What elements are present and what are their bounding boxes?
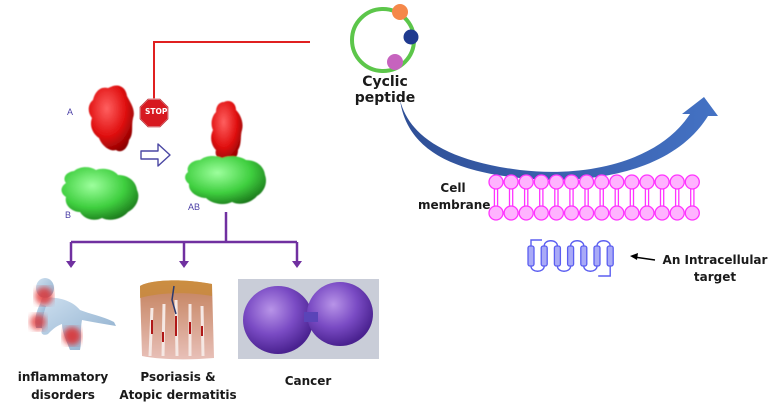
inflamed-body-figure-icon xyxy=(30,278,117,350)
transmembrane-helix xyxy=(580,245,588,267)
lipid-molecule xyxy=(654,174,670,221)
transmembrane-helix xyxy=(606,245,614,267)
branch-arrowhead-1 xyxy=(66,261,76,268)
intracellular-target-label: An Intracellular target xyxy=(655,252,775,286)
dividing-cancer-cells-icon xyxy=(238,279,379,359)
outcome-label-line2: disorders xyxy=(31,388,95,402)
protein-b-label: B xyxy=(65,210,72,220)
outcome-label-line1: Psoriasis & xyxy=(140,370,216,384)
stop-sign-icon xyxy=(139,98,169,128)
entry-arrow-icon xyxy=(400,97,718,180)
lipid-molecule xyxy=(669,174,685,221)
lipid-molecule xyxy=(639,174,655,221)
transmembrane-helix xyxy=(553,245,562,267)
outcome-label-line1: inflammatory xyxy=(17,370,109,384)
lipid-molecule xyxy=(518,174,534,221)
lipid-molecule xyxy=(594,174,610,221)
branch-arrowhead-2 xyxy=(179,261,189,268)
outcome-cancer: Cancer xyxy=(258,372,358,390)
lipid-molecule xyxy=(563,174,580,221)
intracellular-target-icon xyxy=(527,239,614,277)
inhibition-line xyxy=(153,41,310,100)
branch-arrowhead-3 xyxy=(292,261,302,268)
outcome-label-line2: Atopic dermatitis xyxy=(119,388,237,402)
lipid-molecule xyxy=(609,174,625,221)
outcome-psoriasis: Psoriasis & Atopic dermatitis xyxy=(118,368,238,404)
cell-membrane-label-line1: Cell xyxy=(440,181,466,195)
cell-membrane-label-line2: membrane xyxy=(418,198,491,212)
complex-ab-label: AB xyxy=(188,202,201,212)
protein-a-label: A xyxy=(67,107,74,117)
cell-membrane-bilayer xyxy=(488,174,700,221)
transmembrane-helix xyxy=(527,245,535,267)
skin-cross-section-icon xyxy=(140,280,214,360)
lipid-molecule xyxy=(578,174,595,221)
lipid-molecule xyxy=(488,174,504,221)
lipid-molecule xyxy=(533,174,549,221)
protein-b-icon xyxy=(61,167,139,220)
stop-sign-text: STOP xyxy=(145,107,168,116)
transmembrane-helix xyxy=(540,245,548,267)
cyclic-peptide-icon xyxy=(350,4,419,73)
cell-membrane-label: Cell membrane xyxy=(418,180,491,214)
lipid-molecule xyxy=(548,174,565,221)
lipid-molecule xyxy=(624,174,640,221)
forms-complex-arrow-icon xyxy=(140,143,171,167)
outcome-label-line1: Cancer xyxy=(284,374,332,388)
cyclic-peptide-label: Cyclic peptide xyxy=(354,74,416,106)
outcome-branch-lines xyxy=(69,212,299,262)
protein-a-icon xyxy=(88,85,134,152)
lipid-molecule xyxy=(503,174,519,221)
target-pointer-arrow-icon xyxy=(630,253,656,261)
intracellular-target-label-line1: An Intracellular xyxy=(662,253,768,267)
complex-ab-icon xyxy=(185,100,267,205)
lipid-molecule xyxy=(684,174,700,221)
intracellular-target-label-line2: target xyxy=(693,270,737,284)
transmembrane-helix xyxy=(593,245,601,267)
transmembrane-helix xyxy=(566,245,575,267)
outcome-inflammatory: inflammatory disorders xyxy=(8,368,118,404)
